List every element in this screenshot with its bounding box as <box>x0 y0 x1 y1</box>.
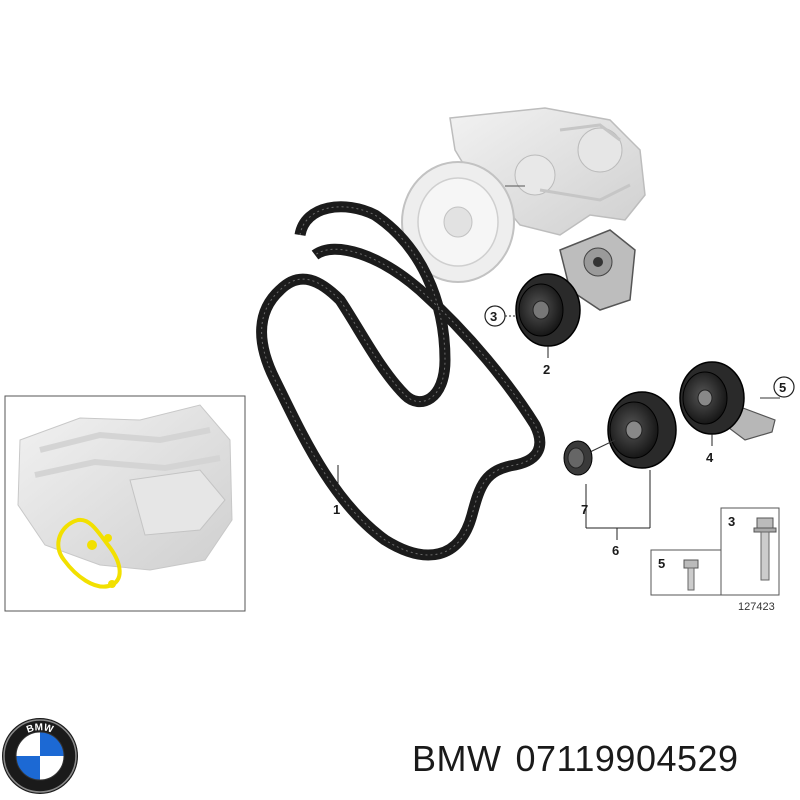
hardware-label-3: 3 <box>728 514 735 529</box>
hardware-label-5: 5 <box>658 556 665 571</box>
bmw-logo: BMW <box>2 718 78 794</box>
callout-belt: 1 <box>333 465 340 517</box>
engine-inset <box>4 395 246 612</box>
callout-bracket-bolt: 5 <box>773 376 795 398</box>
callout-label-4: 4 <box>706 450 714 465</box>
callout-label-5: 5 <box>779 380 786 395</box>
callout-label-7: 7 <box>581 502 588 517</box>
short-bolt-icon <box>683 559 699 591</box>
callout-label-1: 1 <box>333 502 340 517</box>
idler-pulley[interactable] <box>679 361 780 446</box>
hardware-box: 5 3 127423 <box>650 507 780 613</box>
water-pump-ghost <box>449 107 646 236</box>
callout-label-2: 2 <box>543 362 550 377</box>
brand-name: BMW <box>412 738 502 779</box>
part-caption: BMW 07119904529 <box>412 738 753 780</box>
callout-pulley-cover: 7 <box>581 502 588 517</box>
ribbed-belt[interactable] <box>256 201 546 561</box>
belt-tensioner[interactable] <box>515 229 636 358</box>
svg-text:BMW: BMW <box>25 722 55 736</box>
callout-idler-pulley: 4 <box>706 450 714 465</box>
crank-pulley-ghost <box>401 161 525 283</box>
callout-label-6: 6 <box>612 543 619 558</box>
pulley-with-cover[interactable] <box>563 391 677 540</box>
part-number: 07119904529 <box>515 738 739 779</box>
callout-label-3: 3 <box>490 309 497 324</box>
callout-idler-bolt: 3 <box>484 305 515 327</box>
callout-pulley-set: 6 <box>612 543 619 558</box>
long-bolt-icon <box>753 517 777 581</box>
figure-number: 127423 <box>738 601 775 613</box>
callout-tensioner: 2 <box>543 362 550 377</box>
